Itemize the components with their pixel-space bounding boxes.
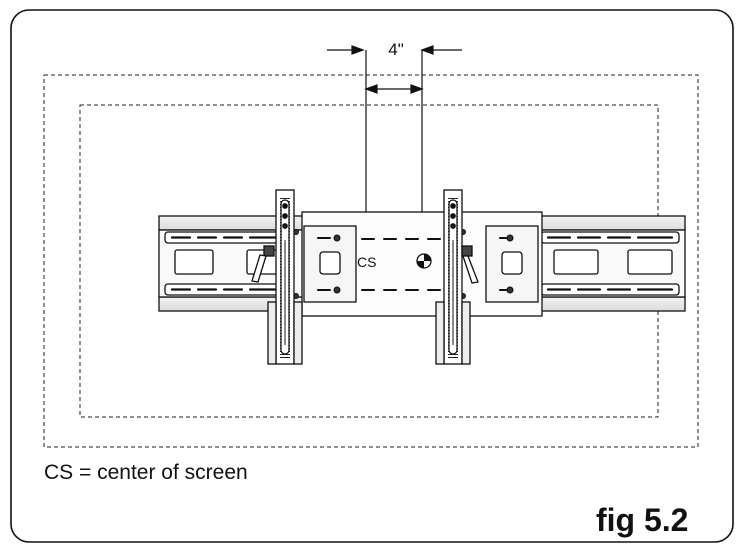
figure-border <box>10 9 734 543</box>
dimension-label: 4" <box>388 40 404 59</box>
outer-screen-outline <box>43 74 699 448</box>
center-plate-slots <box>317 237 513 291</box>
slot-dashes <box>170 236 674 291</box>
dimension-marker <box>327 45 462 218</box>
legend-text: CS = center of screen <box>44 461 248 484</box>
inner-screen-outline <box>79 104 659 418</box>
right-vertical-arm <box>435 189 471 365</box>
left-vertical-arm <box>267 189 303 365</box>
center-target-icon <box>416 253 432 269</box>
figure-label: fig 5.2 <box>596 502 689 538</box>
locking-levers <box>251 245 479 284</box>
center-screen-label: CS <box>357 254 377 270</box>
